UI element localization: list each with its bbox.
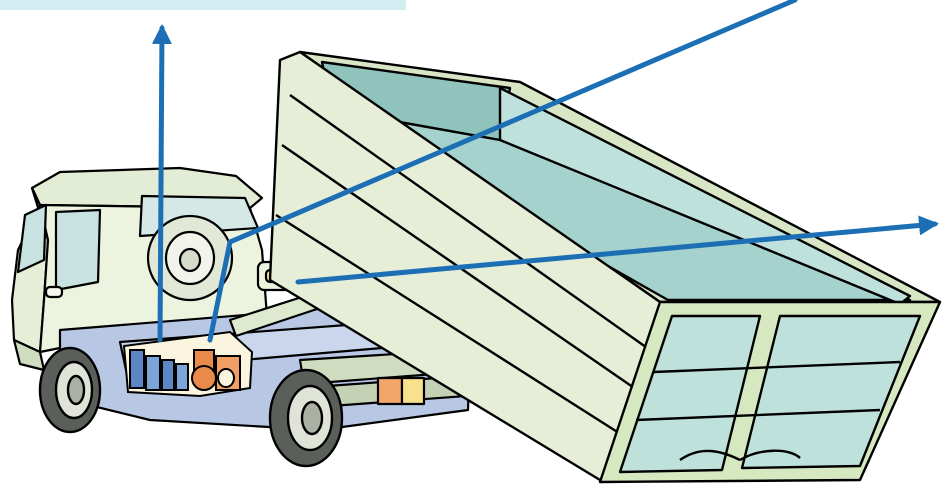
pump-blue-4 [176, 364, 188, 390]
leader-line-top-left [160, 28, 162, 340]
pump-orange-2 [192, 366, 216, 390]
tail-lamp-yellow [402, 378, 424, 404]
pump-blue-2 [146, 356, 160, 390]
front-wheel [40, 348, 100, 432]
tail-lamp-orange [378, 378, 402, 404]
pump-blue-1 [130, 350, 144, 388]
pump-blue-3 [162, 360, 174, 390]
rear-wheel [270, 370, 342, 466]
